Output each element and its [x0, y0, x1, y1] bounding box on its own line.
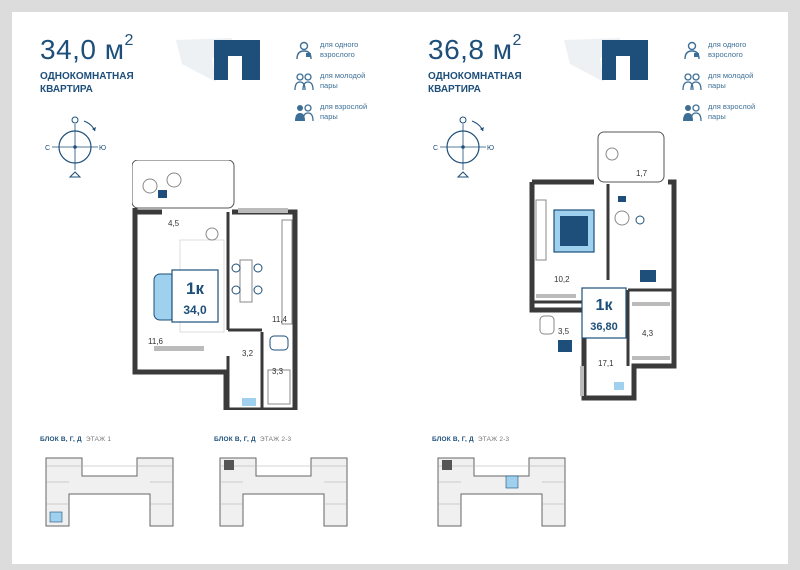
- room-area-hall: 17,1: [598, 359, 614, 368]
- room-area-bedroom: 10,2: [554, 275, 570, 284]
- floor-plan-34: 4,5 11,6 11,4 3,2 3,3 1к 34,0: [132, 160, 298, 410]
- apartment-card-1: 34,0 м2 ОДНОКОМНАТНАЯ КВАРТИРА для одног…: [12, 12, 392, 564]
- room-area-hall: 3,2: [242, 349, 254, 358]
- room-area-bath: 3,3: [272, 367, 284, 376]
- room-area-living: 11,6: [148, 337, 164, 346]
- floor-plan-36-8: 1,7 10,2 3,5 4,3 17,1 1к 36,80: [529, 131, 677, 401]
- room-area-kitchen: 11,4: [272, 315, 288, 324]
- young-couple-icon: [294, 73, 314, 91]
- apartment-area: 36,8 м2: [428, 32, 522, 65]
- adult-couple-icon: [683, 104, 702, 122]
- compass-east-label: Ю: [99, 145, 106, 152]
- young-couple-icon: [682, 73, 702, 91]
- compass-west-label: С: [433, 145, 438, 152]
- area-badge: 34,0: [183, 303, 207, 317]
- single-adult-icon: [684, 41, 700, 60]
- key-plan-floor-2-3: [437, 457, 566, 527]
- key-plan-floor-2-3: [219, 457, 348, 527]
- brochure-sheet: 34,0 м2 ОДНОКОМНАТНАЯ КВАРТИРА для одног…: [12, 12, 788, 564]
- apartment-card-2: 36,8 м2 ОДНОКОМНАТНАЯ КВАРТИРА для одног…: [400, 12, 780, 564]
- apartment-area: 34,0 м2: [40, 32, 134, 65]
- rooms-badge: 1к: [596, 297, 614, 314]
- area-badge: 36,80: [590, 321, 618, 333]
- room-area-bath: 3,5: [558, 327, 570, 336]
- room-area-kitchen: 4,3: [642, 329, 654, 338]
- building-position-icon: [176, 38, 260, 82]
- adult-couple-icon: [295, 104, 314, 122]
- compass-icon: С Ю: [433, 116, 494, 178]
- compass-east-label: Ю: [487, 145, 494, 152]
- rooms-badge: 1к: [186, 279, 204, 298]
- key-plan-floor-1: [45, 457, 174, 527]
- apartment-type: ОДНОКОМНАТНАЯ КВАРТИРА: [40, 71, 134, 95]
- building-position-icon: [564, 38, 648, 82]
- compass-icon: С Ю: [45, 116, 106, 178]
- apartment-type: ОДНОКОМНАТНАЯ КВАРТИРА: [428, 71, 522, 95]
- room-area-balcony: 1,7: [636, 169, 648, 178]
- single-adult-icon: [296, 41, 312, 60]
- compass-west-label: С: [45, 145, 50, 152]
- room-area-balcony: 4,5: [168, 219, 180, 228]
